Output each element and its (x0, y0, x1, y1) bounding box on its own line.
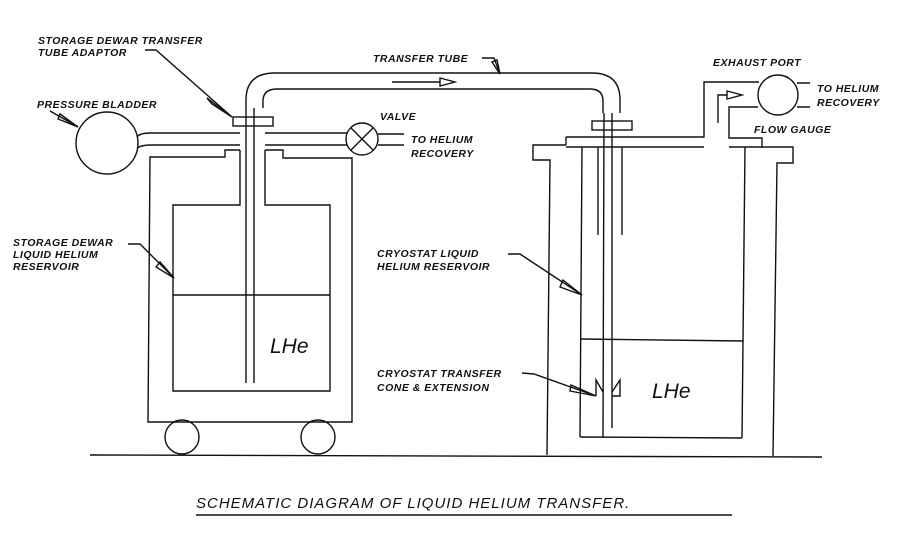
leader-lines (49, 49, 597, 397)
floor-line (89, 454, 823, 458)
label-to-helium-2: TO HELIUM (817, 83, 879, 95)
label-transfer-cone: CRYOSTAT TRANSFER (377, 368, 502, 380)
exhaust-arrow-icon (717, 90, 745, 123)
valve-icon (345, 122, 379, 156)
wheel-left (164, 419, 200, 455)
transfer-cone (595, 377, 621, 397)
label-storage-dewar-2: LIQUID HELIUM (13, 249, 98, 261)
label-recovery-1: RECOVERY (411, 148, 474, 160)
label-exhaust-port: EXHAUST PORT (713, 57, 802, 69)
storage-dewar (147, 149, 353, 455)
label-storage-dewar-3: RESERVOIR (13, 261, 79, 273)
pressure-bladder (75, 111, 139, 175)
label-cryostat-reservoir: CRYOSTAT LIQUID (377, 248, 479, 260)
adaptor-flange (232, 116, 274, 127)
label-flow-gauge: FLOW GAUGE (754, 124, 832, 136)
label-valve: VALVE (380, 111, 417, 123)
label-adaptor: STORAGE DEWAR TRANSFER (38, 35, 203, 47)
label-lhe-right: LHe (652, 380, 691, 403)
label-pressure-bladder: PRESSURE BLADDER (37, 99, 157, 111)
label-transfer-cone-2: CONE & EXTENSION (377, 382, 489, 394)
wheel-right (300, 419, 336, 455)
flow-gauge (757, 74, 799, 116)
label-cryostat-reservoir-2: HELIUM RESERVOIR (377, 261, 490, 273)
label-recovery-2: RECOVERY (817, 97, 880, 109)
flow-arrow-icon (392, 77, 458, 87)
label-storage-dewar: STORAGE DEWAR (13, 237, 113, 249)
label-lhe-left: LHe (270, 335, 309, 358)
label-to-helium-1: TO HELIUM (411, 134, 473, 146)
diagram-title: SCHEMATIC DIAGRAM OF LIQUID HELIUM TRANS… (196, 495, 630, 512)
label-adaptor-2: TUBE ADAPTOR (38, 47, 127, 59)
liquid-level-right (579, 338, 744, 342)
transfer-tube (245, 72, 621, 113)
label-transfer-tube: TRANSFER TUBE (373, 53, 469, 65)
